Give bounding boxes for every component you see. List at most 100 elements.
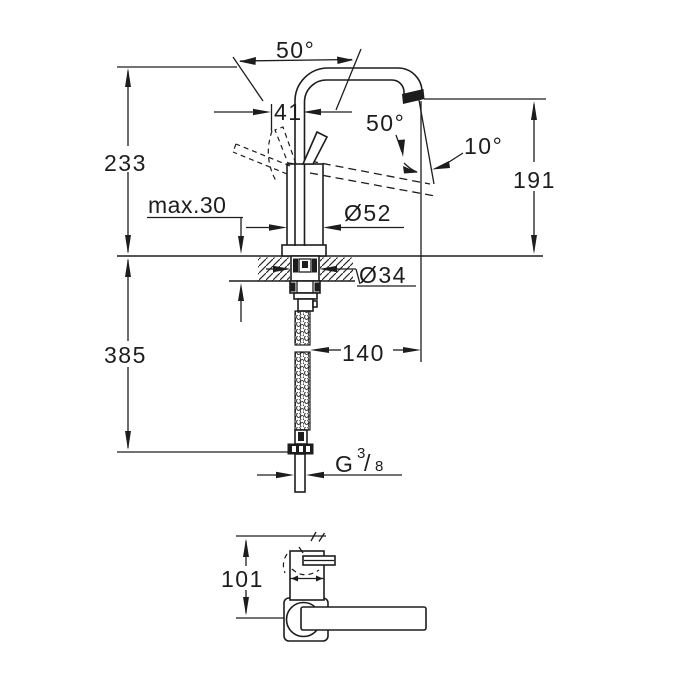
angle-spout-swivel: 50° (366, 110, 418, 174)
arrow-down (531, 235, 537, 254)
divider-tick-right (316, 575, 323, 582)
dim-handle-offset: 41 (214, 99, 352, 125)
leader-line (355, 268, 361, 285)
thread-denominator: 8 (375, 458, 383, 475)
dim-label-max30: max.30 (148, 192, 226, 218)
angle-chord (239, 58, 353, 62)
arrow-right (403, 347, 421, 353)
faucet-side-silhouette (282, 546, 427, 642)
connector-tab (312, 300, 318, 308)
dim-depth-101: 101 (221, 538, 264, 616)
thread-numerator: 3 (357, 445, 365, 462)
angle-arc (403, 162, 418, 173)
dashed-swing-arc-inner (291, 568, 320, 576)
handle-dashed-position (274, 126, 297, 165)
shank-collar (293, 292, 318, 300)
shank-detail (298, 258, 312, 273)
break-mark (310, 531, 317, 542)
arrow-right (276, 471, 294, 479)
arrow-up (238, 283, 244, 301)
arrow-left (323, 224, 341, 231)
dim-hole-diameter: Ø34 (266, 262, 416, 288)
arrow-left (239, 57, 256, 65)
dim-label-101: 101 (221, 566, 264, 592)
dim-label-233: 233 (104, 150, 147, 176)
angle-ray-left (232, 56, 264, 102)
nut-detail (290, 282, 296, 292)
shank-detail (293, 258, 298, 273)
angle-label-50-top: 50° (276, 37, 315, 63)
mounting-hardware (289, 255, 321, 312)
dim-height-overall: 233 (104, 68, 147, 254)
thread-slash: / (364, 450, 371, 476)
dim-max-thickness: max.30 (147, 192, 244, 322)
thread-label-g: G (335, 451, 353, 477)
dim-spout-reach: 140 (310, 340, 421, 366)
leader-line (448, 152, 464, 163)
arrow-right (337, 56, 354, 64)
supply-hose (287, 310, 314, 493)
tick-mark (298, 546, 304, 554)
angle-label-50-spout: 50° (366, 110, 405, 136)
dim-spout-height: 191 (513, 101, 556, 254)
arrow-right (273, 265, 291, 273)
handle-dashed-position-2 (235, 143, 291, 167)
spout-swivel-dashed-lower (309, 172, 436, 197)
divider-tick-left (291, 575, 298, 582)
spout (294, 67, 436, 246)
arrow-down (398, 139, 405, 157)
braided-hose-lower (294, 351, 311, 431)
hex-slot (299, 446, 303, 452)
handle-lever (301, 130, 329, 165)
angle-outlet: 10° (432, 133, 503, 170)
handle-swing-arc (267, 130, 277, 182)
arrow-up (125, 68, 131, 87)
shank-detail (312, 258, 317, 273)
dim-hose-length: 385 (104, 258, 147, 450)
dim-label-140: 140 (342, 340, 385, 366)
front-view: 233 385 max.30 41 (104, 37, 556, 493)
dim-thread: G 3 / 8 (257, 445, 402, 479)
nut-detail (314, 282, 320, 292)
arrow-right (253, 108, 271, 116)
thread-tube (294, 453, 306, 493)
spout-outlet-tip (402, 89, 425, 104)
arrow-right (269, 224, 287, 231)
arrow-up (125, 258, 131, 277)
handle-lever-side (300, 606, 427, 631)
extension-lines (117, 66, 546, 453)
arrow-down (125, 431, 131, 450)
break-mark (318, 532, 326, 542)
hex-slot (292, 446, 296, 452)
arrow-left (310, 347, 329, 353)
hex-slot (306, 446, 310, 452)
handle-dashed-cap (232, 143, 237, 153)
angle-label-10: 10° (464, 133, 503, 159)
body-base-plate (281, 244, 327, 257)
arrow-down (125, 235, 131, 254)
handle-dashed-position-2 (232, 151, 288, 175)
dim-label-dia34: Ø34 (359, 262, 407, 288)
outlet-axis-line (418, 99, 435, 185)
braided-hose-upper (294, 310, 311, 346)
dashed-swing-arc-left (282, 553, 288, 574)
arrow-left (432, 161, 450, 170)
arrow-left (303, 108, 321, 116)
dim-label-191: 191 (513, 167, 556, 193)
dim-label-41: 41 (274, 99, 303, 125)
spout-swivel-dashed-upper (309, 160, 431, 185)
bottom-view: 101 (221, 531, 427, 642)
spout-outer-wall (294, 67, 423, 246)
arrow-left (319, 265, 337, 273)
shank-detail (302, 261, 308, 268)
arrow-down (238, 236, 244, 254)
dim-label-385: 385 (104, 342, 147, 368)
arrow-up (243, 538, 249, 557)
dim-body-diameter: Ø52 (246, 200, 404, 231)
hose-end-detail (298, 432, 304, 441)
arrow-left (306, 471, 324, 479)
hose-connector (297, 298, 314, 312)
